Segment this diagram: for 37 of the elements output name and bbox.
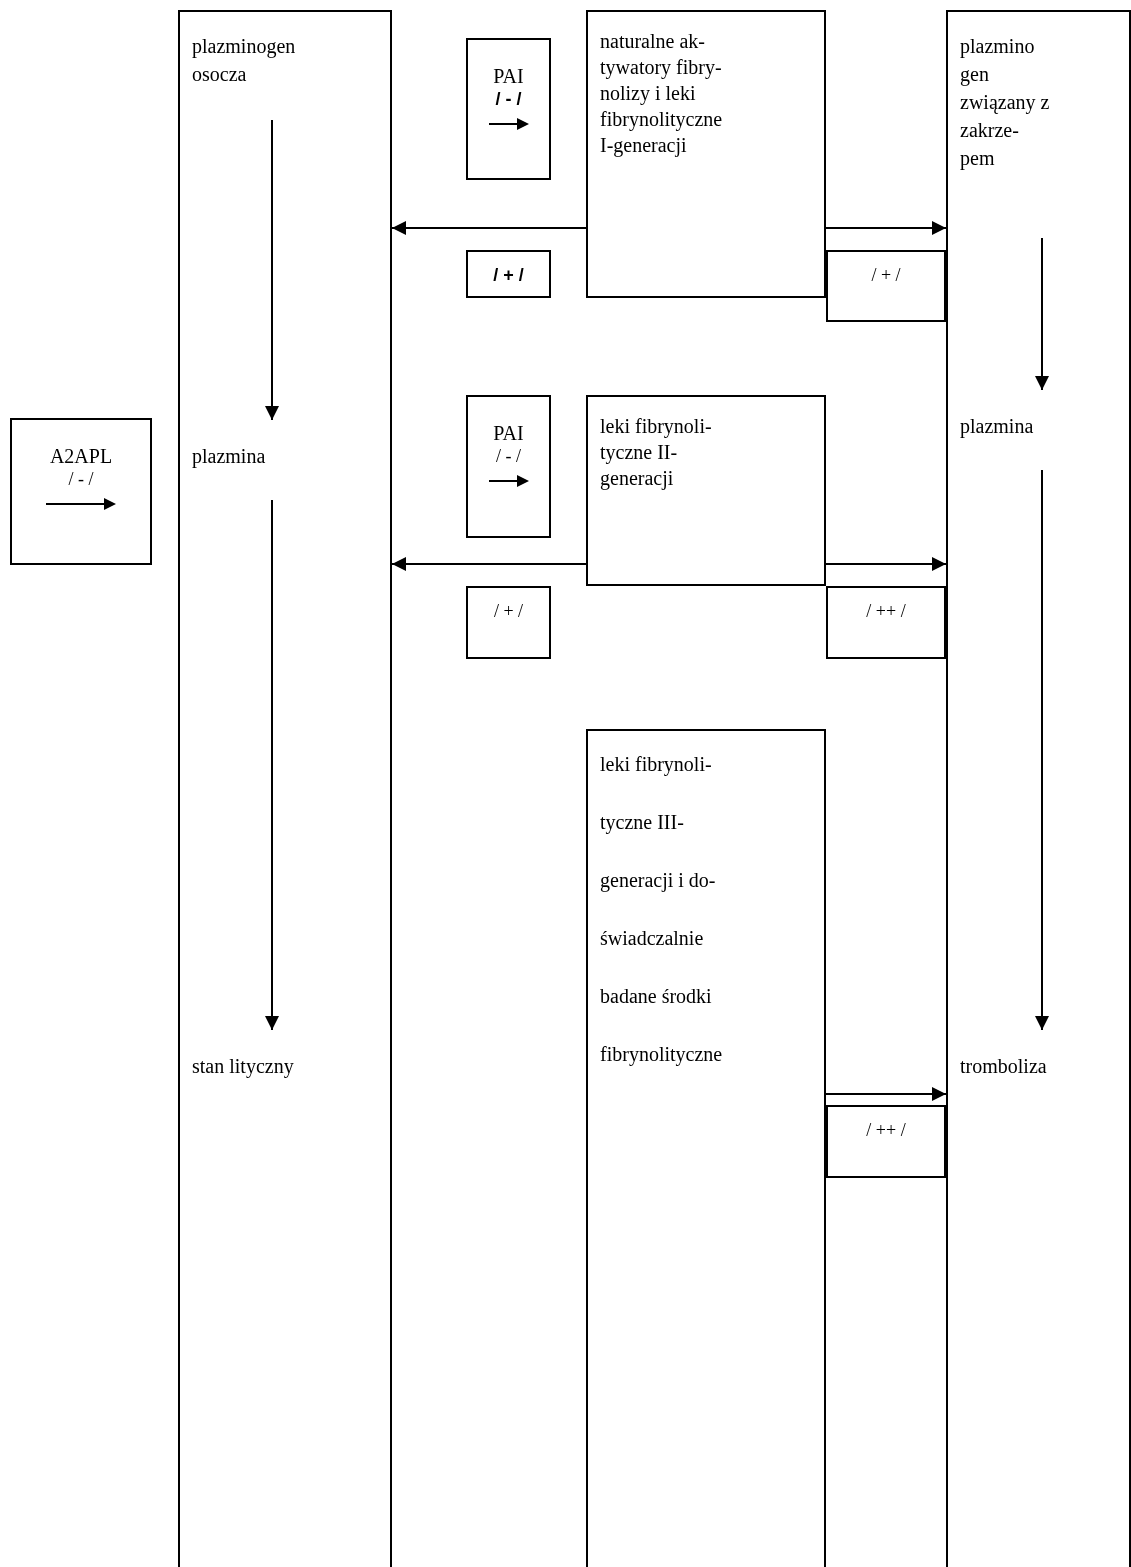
- inhibitor-name: A2APL: [49, 444, 113, 468]
- arrow: [825, 557, 947, 571]
- effect-sign: / - /: [496, 445, 521, 467]
- effect-sign: / - /: [68, 468, 94, 490]
- effect-box: / + /: [826, 250, 946, 322]
- agent-text: naturalne ak- tywatory fibry- nolizy i leki fibrynolityczne I-generacji: [600, 29, 724, 158]
- effect-box: / ++ /: [826, 586, 946, 659]
- column-panel: [946, 10, 1131, 1567]
- agent-box: [586, 395, 826, 586]
- arrow: [391, 221, 587, 235]
- agent-box: [586, 729, 826, 1567]
- agent-text: leki fibrynoli- tyczne III- generacji i do- świadczalnie badane środki fibrynolityczne: [600, 752, 724, 1068]
- stage-label: plazmina: [192, 442, 272, 472]
- inhibitor-name: PAI: [493, 421, 524, 445]
- effect-box: / + /: [466, 586, 551, 659]
- stage-label: plazmino gen związany z zakrze- pem: [960, 32, 1050, 210]
- inhibitor-name: PAI: [493, 64, 524, 88]
- effect-sign: / - /: [495, 88, 522, 110]
- agent-box: [586, 10, 826, 298]
- agent-text: leki fibrynoli- tyczne II- generacji: [600, 414, 713, 491]
- inhibitor-box: [10, 418, 152, 565]
- arrow: [825, 1087, 947, 1101]
- stage-label: plazminogen osocza: [192, 32, 312, 92]
- arrow: [391, 557, 587, 571]
- arrow: [1035, 469, 1049, 1031]
- arrow: [825, 221, 947, 235]
- effect-box: / + /: [466, 250, 551, 298]
- arrow: [265, 119, 279, 421]
- stage-label: tromboliza: [960, 1052, 1080, 1082]
- stage-label: plazmina: [960, 412, 1040, 442]
- inhibitor-box: [466, 395, 551, 538]
- inhibitor-box: [466, 38, 551, 180]
- effect-box: / ++ /: [826, 1105, 946, 1178]
- column-panel: [178, 10, 392, 1567]
- stage-label: stan lityczny: [192, 1052, 342, 1082]
- arrow: [265, 499, 279, 1031]
- arrow: [1035, 237, 1049, 391]
